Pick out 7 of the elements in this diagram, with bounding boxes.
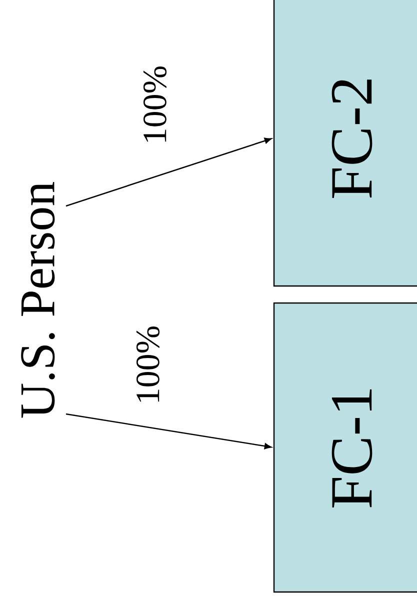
entity-box: FC-2 [273, 0, 417, 287]
person-label: U.S. Person [21, 182, 55, 418]
arrow [66, 138, 272, 207]
edge-label: 100% [136, 326, 160, 402]
edge-label: 100% [143, 66, 167, 142]
entity-box: FC-1 [273, 302, 417, 593]
arrow [66, 413, 272, 450]
